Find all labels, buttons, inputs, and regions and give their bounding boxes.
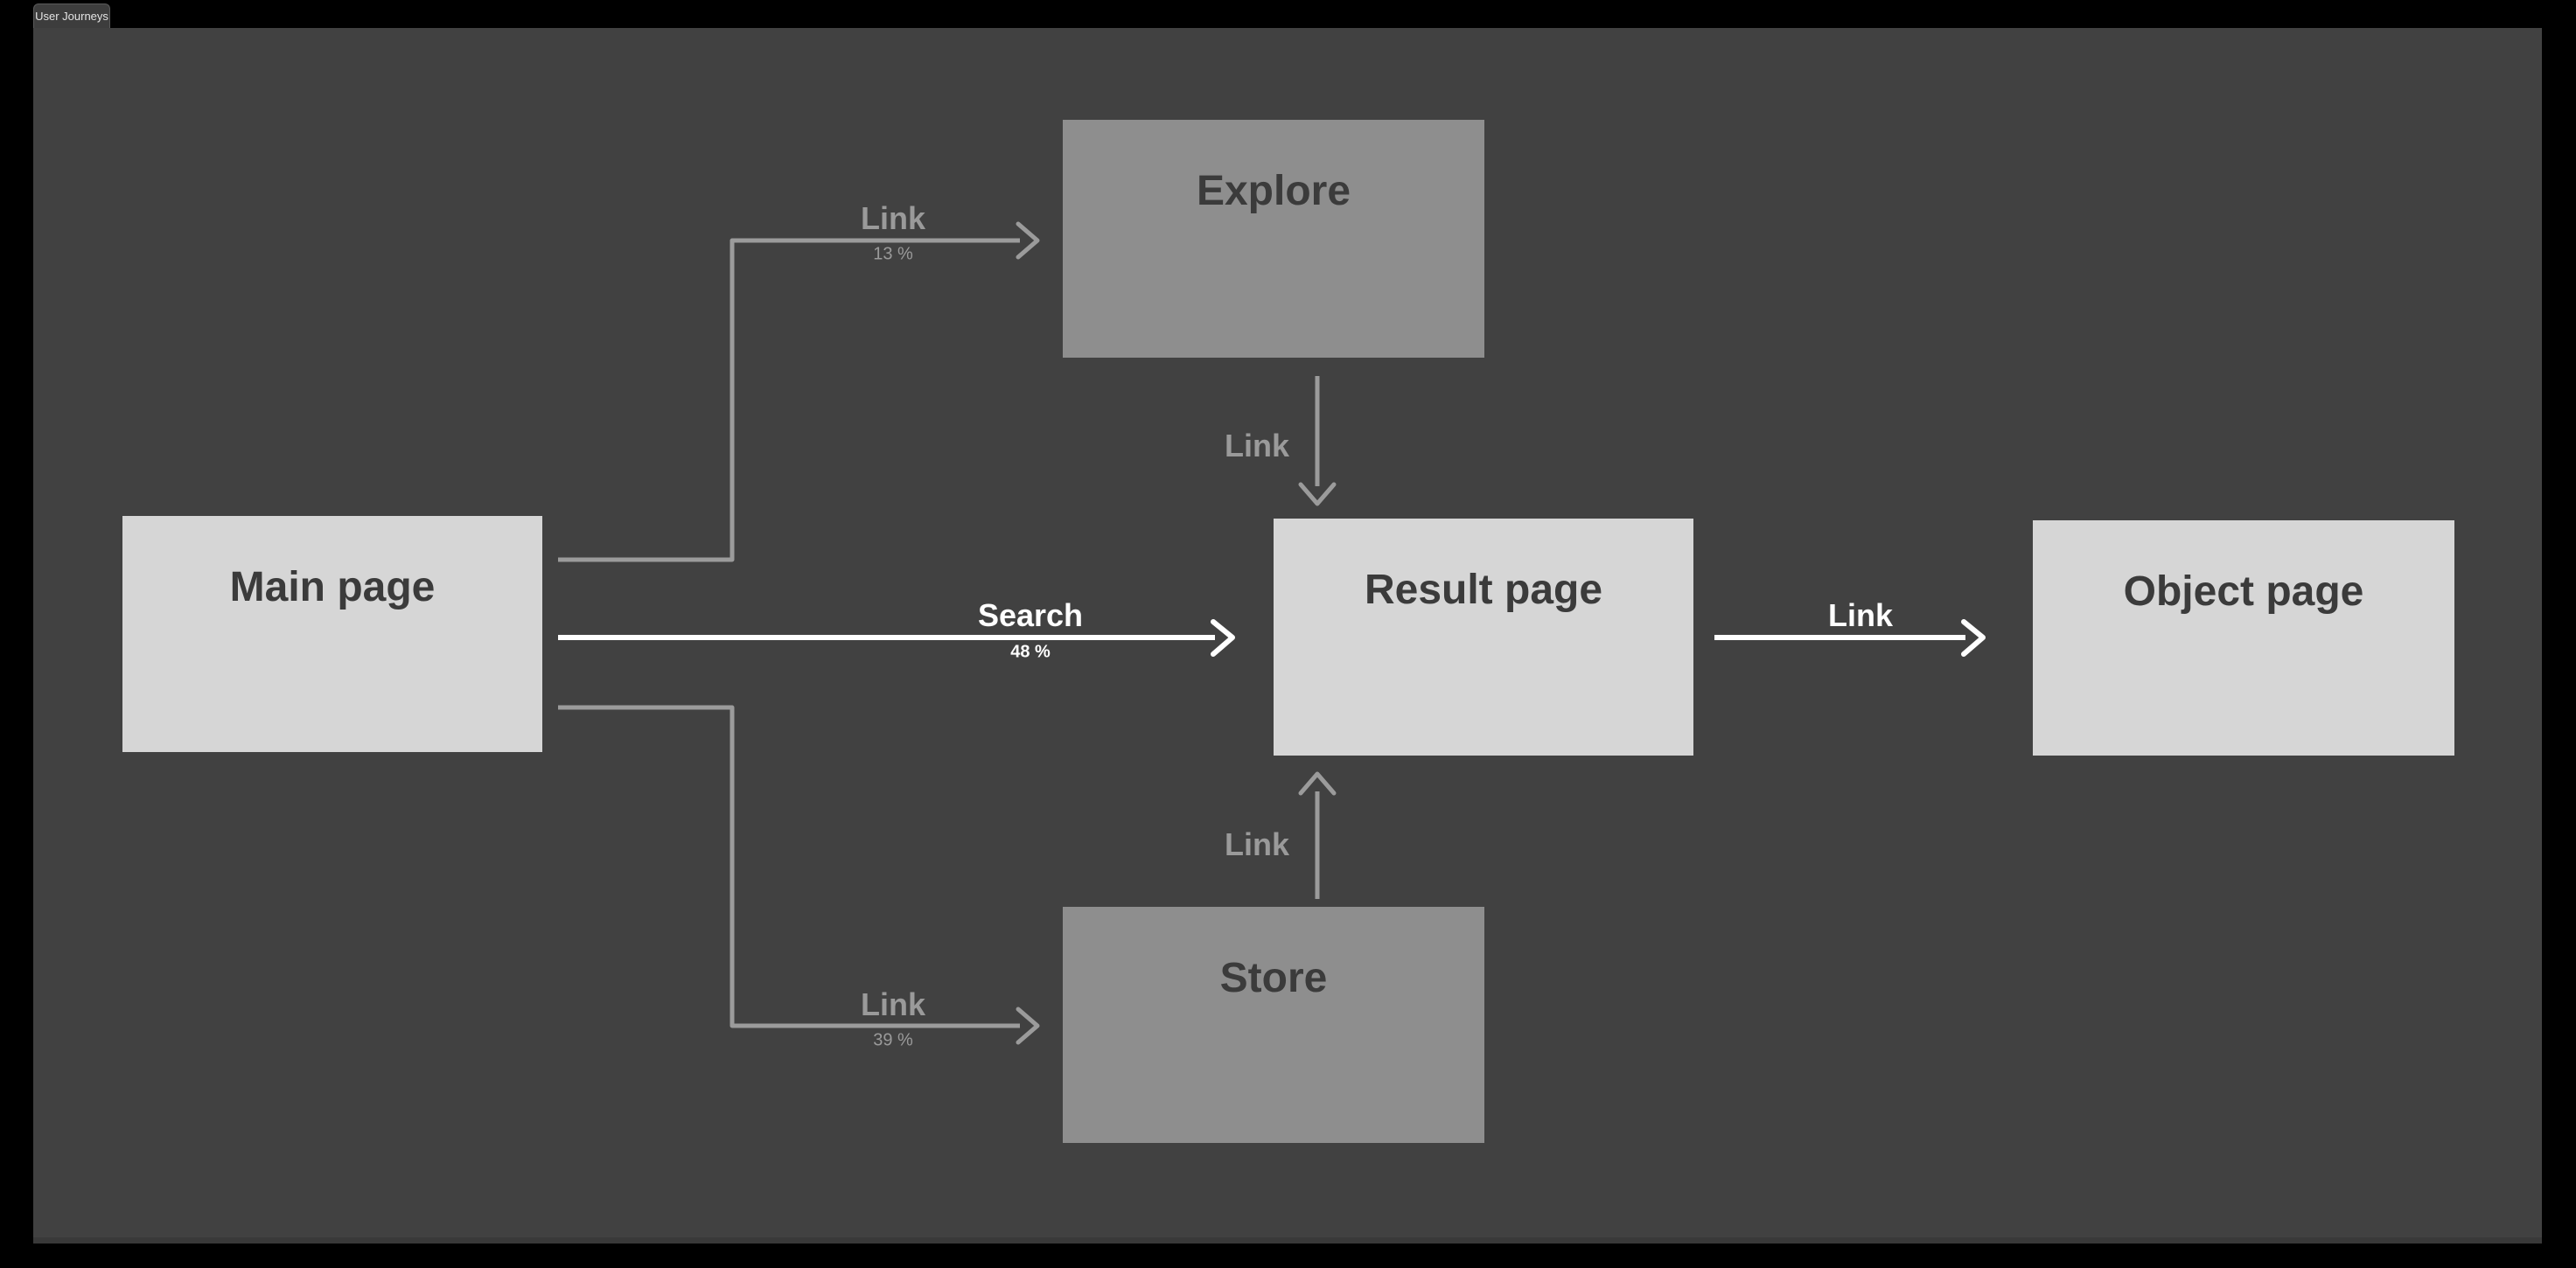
node-result-page-label: Result page [1364,567,1603,613]
edge-label-main-store: Link [860,986,926,1022]
edge-label-main-explore: Link [860,200,926,236]
tab-user-journeys[interactable]: User Journeys [33,3,110,28]
node-object-page-label: Object page [2123,568,2364,615]
edge-label-store-result: Link [1224,826,1290,862]
node-main-page[interactable]: Main page [122,516,542,752]
edge-store-to-result [1298,771,1337,899]
node-store-label: Store [1219,955,1328,1001]
edge-main-to-store [558,705,1040,1045]
edge-label-result-object: Link [1827,597,1894,633]
edge-result-to-object [1714,619,1986,657]
node-store[interactable]: Store [1063,907,1484,1143]
edge-main-to-result [558,619,1235,657]
edge-main-to-explore [558,221,1040,562]
node-result-page[interactable]: Result page [1274,519,1693,756]
tab-label: User Journeys [35,10,108,23]
node-main-page-label: Main page [229,564,436,610]
edge-percent-main-store: 39 % [873,1030,913,1050]
edge-label-explore-result: Link [1224,428,1290,463]
node-explore-label: Explore [1196,168,1351,214]
edge-explore-to-result [1298,376,1337,506]
node-explore[interactable]: Explore [1063,120,1484,358]
edge-percent-main-explore: 13 % [873,244,913,264]
edge-percent-main-result: 48 % [1010,642,1051,662]
edge-label-main-result: Search [977,597,1084,633]
node-object-page[interactable]: Object page [2033,520,2454,756]
